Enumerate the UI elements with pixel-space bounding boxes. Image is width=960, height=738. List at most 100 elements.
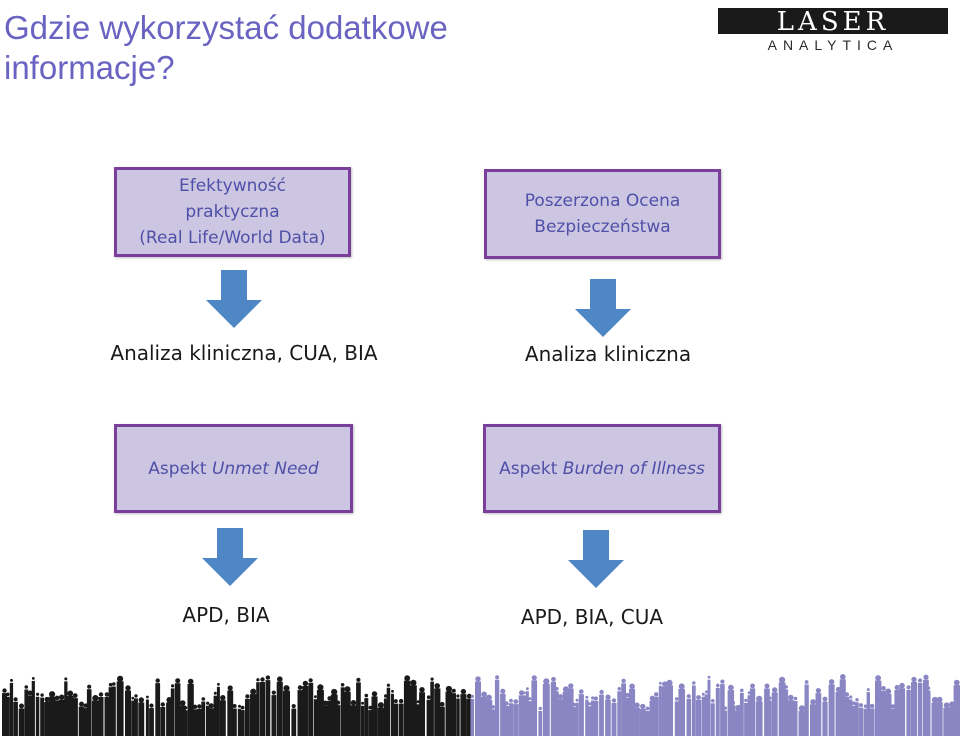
person-silhouette bbox=[6, 693, 10, 737]
person-silhouette bbox=[350, 700, 356, 736]
person-silhouette bbox=[794, 697, 798, 736]
person-silhouette bbox=[160, 702, 165, 736]
person-silhouette bbox=[666, 680, 673, 736]
person-silhouette bbox=[446, 686, 453, 736]
person-silhouette bbox=[131, 697, 134, 736]
person-silhouette bbox=[640, 704, 646, 736]
person-silhouette bbox=[599, 690, 604, 736]
person-silhouette bbox=[36, 693, 40, 736]
person-silhouette bbox=[220, 695, 226, 736]
box-burden-of-illness: Aspekt Burden of Illness bbox=[483, 424, 721, 513]
person-silhouette bbox=[146, 696, 149, 736]
person-silhouette bbox=[918, 678, 923, 736]
result-burden-of-illness: APD, BIA, CUA bbox=[482, 605, 702, 629]
person-silhouette bbox=[899, 683, 905, 736]
person-silhouette bbox=[155, 678, 160, 736]
person-silhouette bbox=[513, 699, 518, 736]
person-silhouette bbox=[87, 685, 92, 736]
logo-wordmark: LASER bbox=[718, 9, 948, 35]
person-silhouette bbox=[702, 693, 705, 736]
person-silhouette bbox=[659, 682, 662, 736]
person-silhouette bbox=[361, 702, 364, 736]
person-silhouette bbox=[241, 706, 245, 736]
person-silhouette bbox=[99, 692, 104, 736]
person-silhouette bbox=[184, 706, 187, 736]
person-silhouette bbox=[125, 685, 131, 736]
person-silhouette bbox=[427, 695, 431, 736]
person-silhouette bbox=[344, 686, 351, 736]
person-silhouette bbox=[768, 697, 772, 737]
person-silhouette bbox=[13, 697, 18, 736]
person-silhouette bbox=[117, 676, 124, 736]
result-safety: Analiza kliniczna bbox=[488, 342, 728, 366]
person-silhouette bbox=[724, 707, 728, 737]
person-silhouette bbox=[799, 705, 806, 736]
arrow-down-icon bbox=[568, 530, 624, 588]
person-silhouette bbox=[105, 692, 110, 736]
person-silhouette bbox=[175, 678, 181, 736]
person-silhouette bbox=[911, 677, 917, 736]
arrow-down-icon bbox=[575, 279, 631, 337]
person-silhouette bbox=[471, 695, 475, 736]
person-silhouette bbox=[576, 699, 579, 736]
box-unmet-need-italic: Unmet Need bbox=[212, 459, 319, 479]
person-silhouette bbox=[404, 675, 411, 736]
person-silhouette bbox=[906, 685, 910, 736]
person-silhouette bbox=[855, 698, 859, 736]
person-silhouette bbox=[558, 694, 564, 736]
box-real-world-effectiveness: Efektywność praktyczna (Real Life/World … bbox=[114, 167, 351, 257]
box-burden-of-illness-prefix: Aspekt bbox=[499, 459, 563, 479]
person-silhouette bbox=[675, 697, 679, 736]
person-silhouette bbox=[32, 677, 35, 736]
person-silhouette bbox=[430, 678, 434, 737]
person-silhouette bbox=[612, 698, 617, 736]
person-silhouette bbox=[201, 697, 205, 736]
person-silhouette bbox=[678, 683, 685, 736]
person-silhouette bbox=[283, 685, 290, 736]
person-silhouette bbox=[696, 695, 701, 736]
person-silhouette bbox=[59, 695, 65, 737]
person-silhouette bbox=[716, 684, 720, 736]
person-silhouette bbox=[356, 678, 361, 736]
person-silhouette bbox=[171, 684, 175, 736]
person-silhouette bbox=[495, 675, 499, 736]
person-silhouette bbox=[138, 697, 144, 736]
person-silhouette bbox=[40, 693, 44, 736]
person-silhouette bbox=[341, 683, 345, 736]
person-silhouette bbox=[605, 695, 611, 737]
person-silhouette bbox=[277, 676, 283, 736]
person-silhouette bbox=[750, 684, 755, 737]
person-silhouette bbox=[452, 689, 456, 736]
person-silhouette bbox=[92, 695, 99, 736]
person-silhouette bbox=[875, 675, 881, 736]
person-silhouette bbox=[336, 701, 341, 737]
person-silhouette bbox=[788, 695, 794, 736]
box-burden-of-illness-text: Aspekt Burden of Illness bbox=[499, 456, 705, 482]
person-silhouette bbox=[419, 687, 425, 736]
person-silhouette bbox=[19, 704, 25, 737]
laser-analytica-logo: LASER ANALYTICA bbox=[718, 8, 948, 56]
person-silhouette bbox=[372, 691, 378, 736]
person-silhouette bbox=[740, 689, 744, 736]
person-silhouette bbox=[391, 690, 394, 736]
arrow-down-icon bbox=[206, 270, 262, 328]
person-silhouette bbox=[232, 704, 236, 736]
box-unmet-need-text: Aspekt Unmet Need bbox=[148, 456, 318, 482]
person-silhouette bbox=[491, 705, 495, 736]
person-silhouette bbox=[509, 699, 513, 736]
person-silhouette bbox=[579, 689, 584, 736]
person-silhouette bbox=[784, 685, 788, 736]
person-silhouette bbox=[112, 682, 116, 736]
person-silhouette bbox=[528, 697, 531, 736]
arrow-down-icon bbox=[202, 528, 258, 586]
person-silhouette bbox=[594, 696, 599, 736]
person-silhouette bbox=[134, 694, 138, 736]
person-silhouette bbox=[378, 702, 385, 736]
box-extended-safety-assessment-text: Poszerzona Ocena Bezpieczeństwa bbox=[525, 188, 681, 240]
person-silhouette bbox=[245, 694, 250, 736]
person-silhouette bbox=[272, 691, 277, 737]
person-silhouette bbox=[250, 689, 257, 736]
person-silhouette bbox=[849, 695, 853, 736]
person-silhouette bbox=[394, 699, 398, 736]
person-silhouette bbox=[214, 692, 217, 736]
